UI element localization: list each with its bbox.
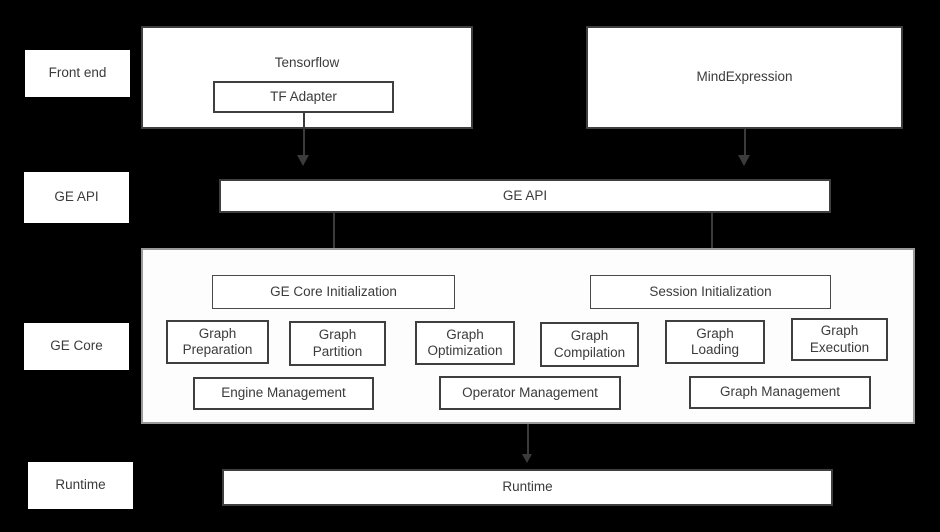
graph-partition-box[interactable]: Graph Partition xyxy=(289,321,386,366)
operator-management-box[interactable]: Operator Management xyxy=(439,376,621,410)
graph-optimization-box[interactable]: Graph Optimization xyxy=(415,321,515,365)
mindexpression-box[interactable]: MindExpression xyxy=(586,26,903,129)
connector-mindexpression-to-ge-api xyxy=(744,129,746,156)
layer-label-ge-core: GE Core xyxy=(24,323,129,370)
tf-adapter-box[interactable]: TF Adapter xyxy=(213,81,394,113)
graph-execution-box[interactable]: Graph Execution xyxy=(791,318,888,361)
runtime-bar[interactable]: Runtime xyxy=(222,469,833,506)
connector-ge-api-to-core-init xyxy=(333,213,335,264)
session-initialization-box[interactable]: Session Initialization xyxy=(590,275,831,309)
layer-label-ge-api: GE API xyxy=(24,172,129,223)
arrowhead-mindexpression-to-ge-api xyxy=(738,155,750,166)
ge-core-initialization-box[interactable]: GE Core Initialization xyxy=(212,275,455,309)
graph-management-box[interactable]: Graph Management xyxy=(689,376,871,409)
graph-compilation-box[interactable]: Graph Compilation xyxy=(540,322,639,367)
ge-api-bar[interactable]: GE API xyxy=(219,179,831,213)
graph-preparation-box[interactable]: Graph Preparation xyxy=(166,320,269,364)
connector-tf-adapter-to-ge-api xyxy=(303,113,305,156)
tensorflow-container xyxy=(141,26,473,129)
layer-label-front-end: Front end xyxy=(25,50,130,97)
arrowhead-tf-adapter-to-ge-api xyxy=(297,155,309,166)
graph-loading-box[interactable]: Graph Loading xyxy=(665,320,765,364)
connector-ge-core-to-runtime xyxy=(527,424,529,455)
engine-management-box[interactable]: Engine Management xyxy=(193,377,374,410)
arrowhead-ge-core-to-runtime xyxy=(522,454,532,463)
tensorflow-title: Tensorflow xyxy=(274,55,340,70)
layer-label-runtime: Runtime xyxy=(28,462,133,509)
connector-ge-api-to-session-init xyxy=(711,213,713,264)
